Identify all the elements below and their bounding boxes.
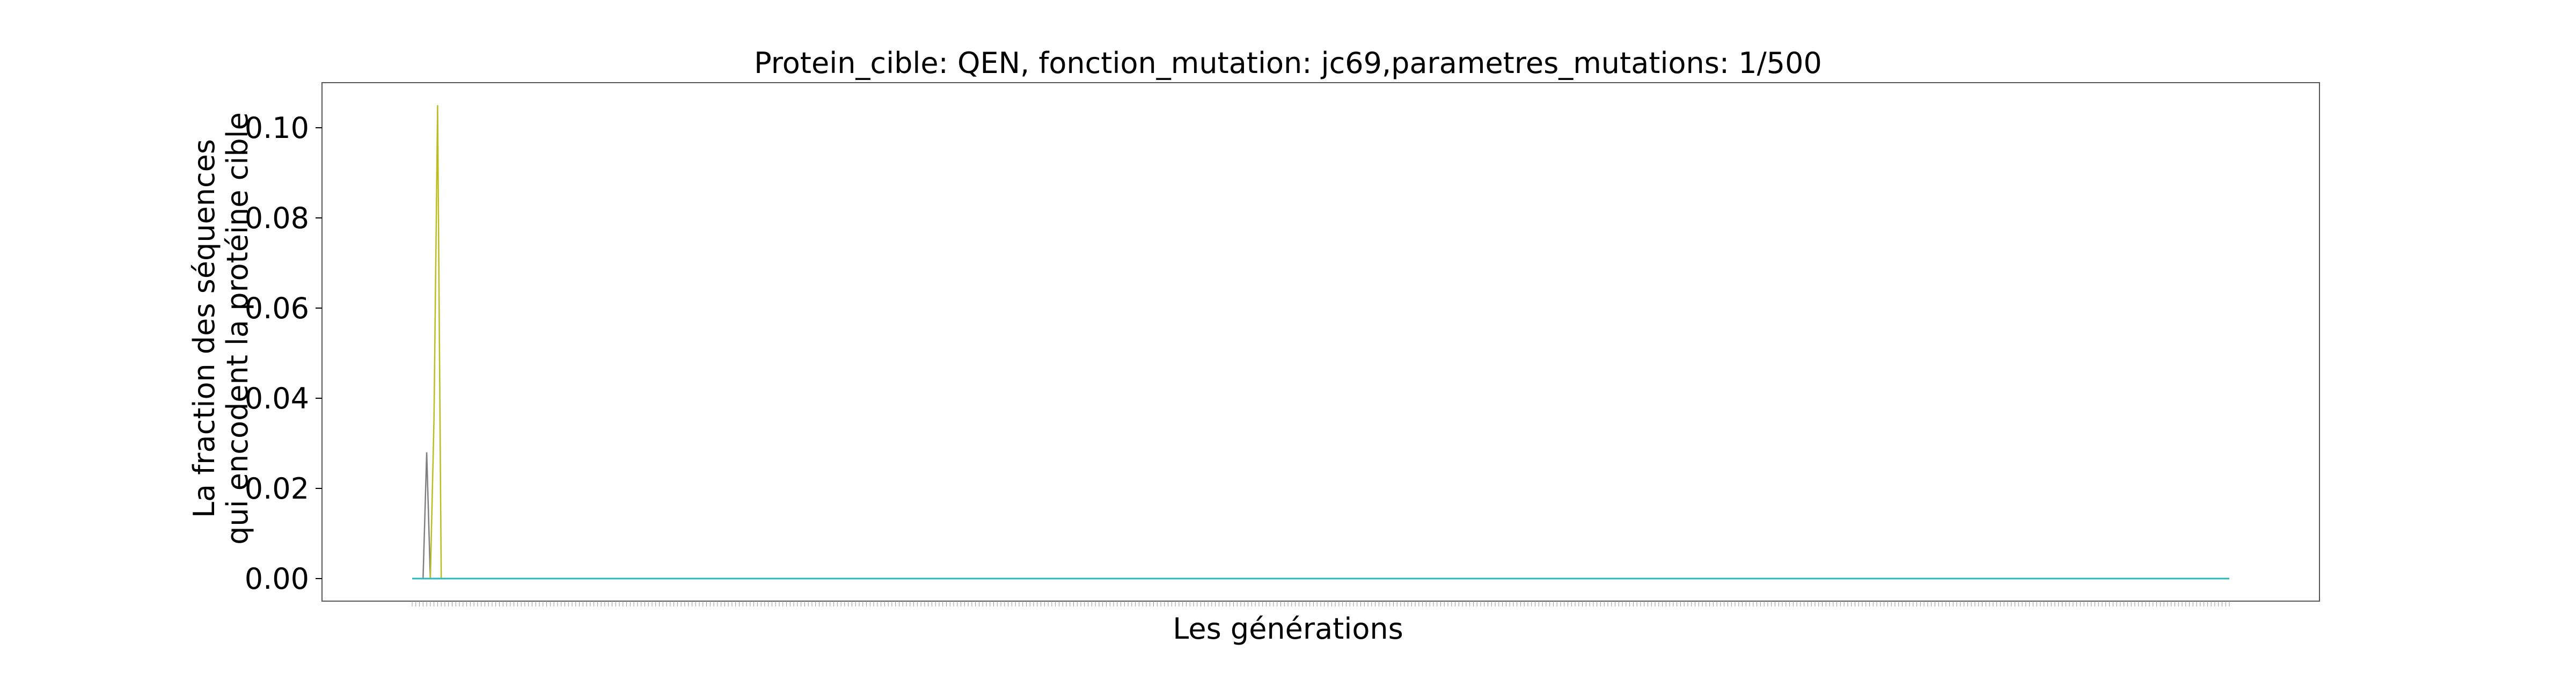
- y-tick-label: 0.04: [245, 382, 309, 415]
- y-tick-label: 0.08: [245, 201, 309, 235]
- y-tick-label: 0.02: [245, 472, 309, 506]
- series-line-8: [412, 452, 2229, 580]
- series-layer: [412, 105, 2229, 580]
- series-line-9: [412, 105, 2229, 580]
- x-axis-ticks: [412, 601, 2230, 606]
- y-tick-label: 0.10: [245, 111, 309, 145]
- y-axis-label-line-2: qui encodent la protéine cible: [221, 112, 254, 545]
- y-axis-label: La fraction des séquences qui encodent l…: [187, 60, 263, 597]
- y-tick-label: 0.06: [245, 291, 309, 325]
- x-axis-label: Les générations: [1173, 612, 1403, 646]
- chart-title: Protein_cible: QEN, fonction_mutation: j…: [754, 46, 1822, 80]
- y-axis-label-line-1: La fraction des séquences: [187, 138, 221, 518]
- y-axis-ticks: 0.00 0.02 0.04 0.06 0.08 0.10: [245, 111, 322, 596]
- y-tick-label: 0.00: [245, 562, 309, 596]
- plot-frame: [321, 82, 2320, 602]
